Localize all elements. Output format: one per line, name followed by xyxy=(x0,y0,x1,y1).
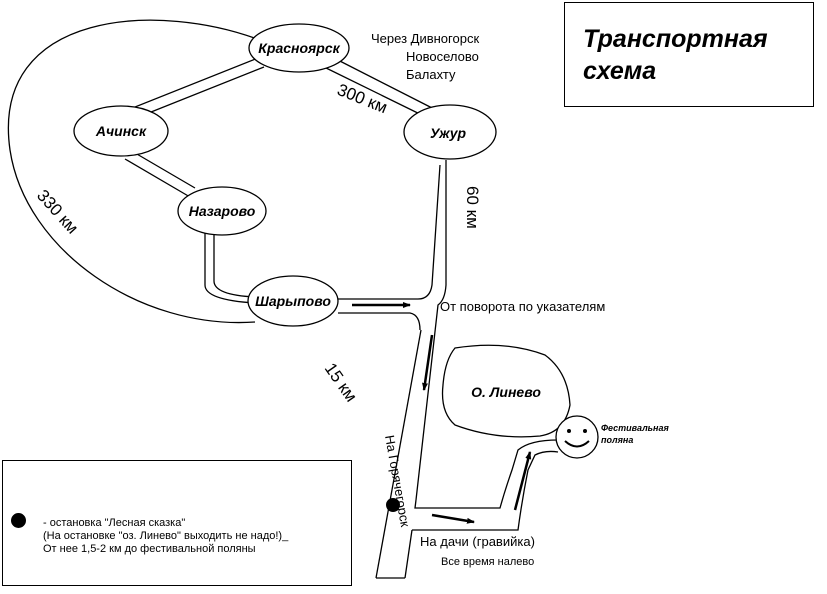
label-nazarovo: Назарово xyxy=(189,203,256,219)
arrow-dacha xyxy=(431,513,475,524)
label-achinsk: Ачинск xyxy=(95,123,147,139)
road-achinsk-krasnoyarsk xyxy=(124,57,265,121)
road-uzhur-south xyxy=(415,160,447,501)
note-festival-1: Фестивальная xyxy=(601,423,669,433)
note-goryachegorsk: На Горячегорск xyxy=(382,434,413,528)
note-from-turn: От поворота по указателям xyxy=(440,299,605,314)
label-uzhur: Ужур xyxy=(430,125,467,141)
note-via-2: Новоселово xyxy=(406,49,479,64)
distance-330: 330 км xyxy=(33,186,82,238)
direction-arrows xyxy=(352,302,532,524)
arrow-south xyxy=(422,334,434,391)
road-krasnoyarsk-uzhur xyxy=(321,55,441,121)
road-sharypovo-junction xyxy=(338,164,441,331)
label-sharypovo: Шарыпово xyxy=(255,293,331,309)
arrow-north xyxy=(513,451,532,511)
note-always-left: Все время налево xyxy=(441,556,534,568)
node-krasnoyarsk xyxy=(248,23,350,73)
node-achinsk xyxy=(73,105,169,157)
label-krasnoyarsk: Красноярск xyxy=(258,40,340,56)
bus-stop-legend-icon xyxy=(11,513,26,528)
lake-linevo xyxy=(441,344,571,438)
road-dacha xyxy=(412,439,559,531)
legend-box: - остановка "Лесная сказка" (На остановк… xyxy=(2,460,352,586)
note-festival-2: поляна xyxy=(601,435,633,445)
note-dacha: На дачи (гравийка) xyxy=(420,534,535,549)
node-sharypovo xyxy=(247,275,339,327)
road-loop-330 xyxy=(7,19,266,324)
title-box: Транспортная схема xyxy=(564,2,814,107)
bus-stop-marker xyxy=(386,498,400,512)
note-via-3: Балахту xyxy=(406,67,456,82)
festival-smiley-icon xyxy=(555,415,599,459)
distance-60: 60 км xyxy=(463,186,482,229)
road-achinsk-nazarovo xyxy=(124,149,196,198)
distance-15: 15 км xyxy=(321,359,361,405)
legend-text: - остановка "Лесная сказка" (На остановк… xyxy=(43,517,289,555)
map-title: Транспортная схема xyxy=(583,25,768,85)
node-uzhur xyxy=(403,104,497,160)
label-lake: О. Линево xyxy=(471,384,541,400)
road-goryachegorsk xyxy=(375,329,422,579)
road-nazarovo-sharypovo xyxy=(204,230,256,304)
node-nazarovo xyxy=(177,186,267,236)
note-via-1: Через Дивногорск xyxy=(371,31,479,46)
